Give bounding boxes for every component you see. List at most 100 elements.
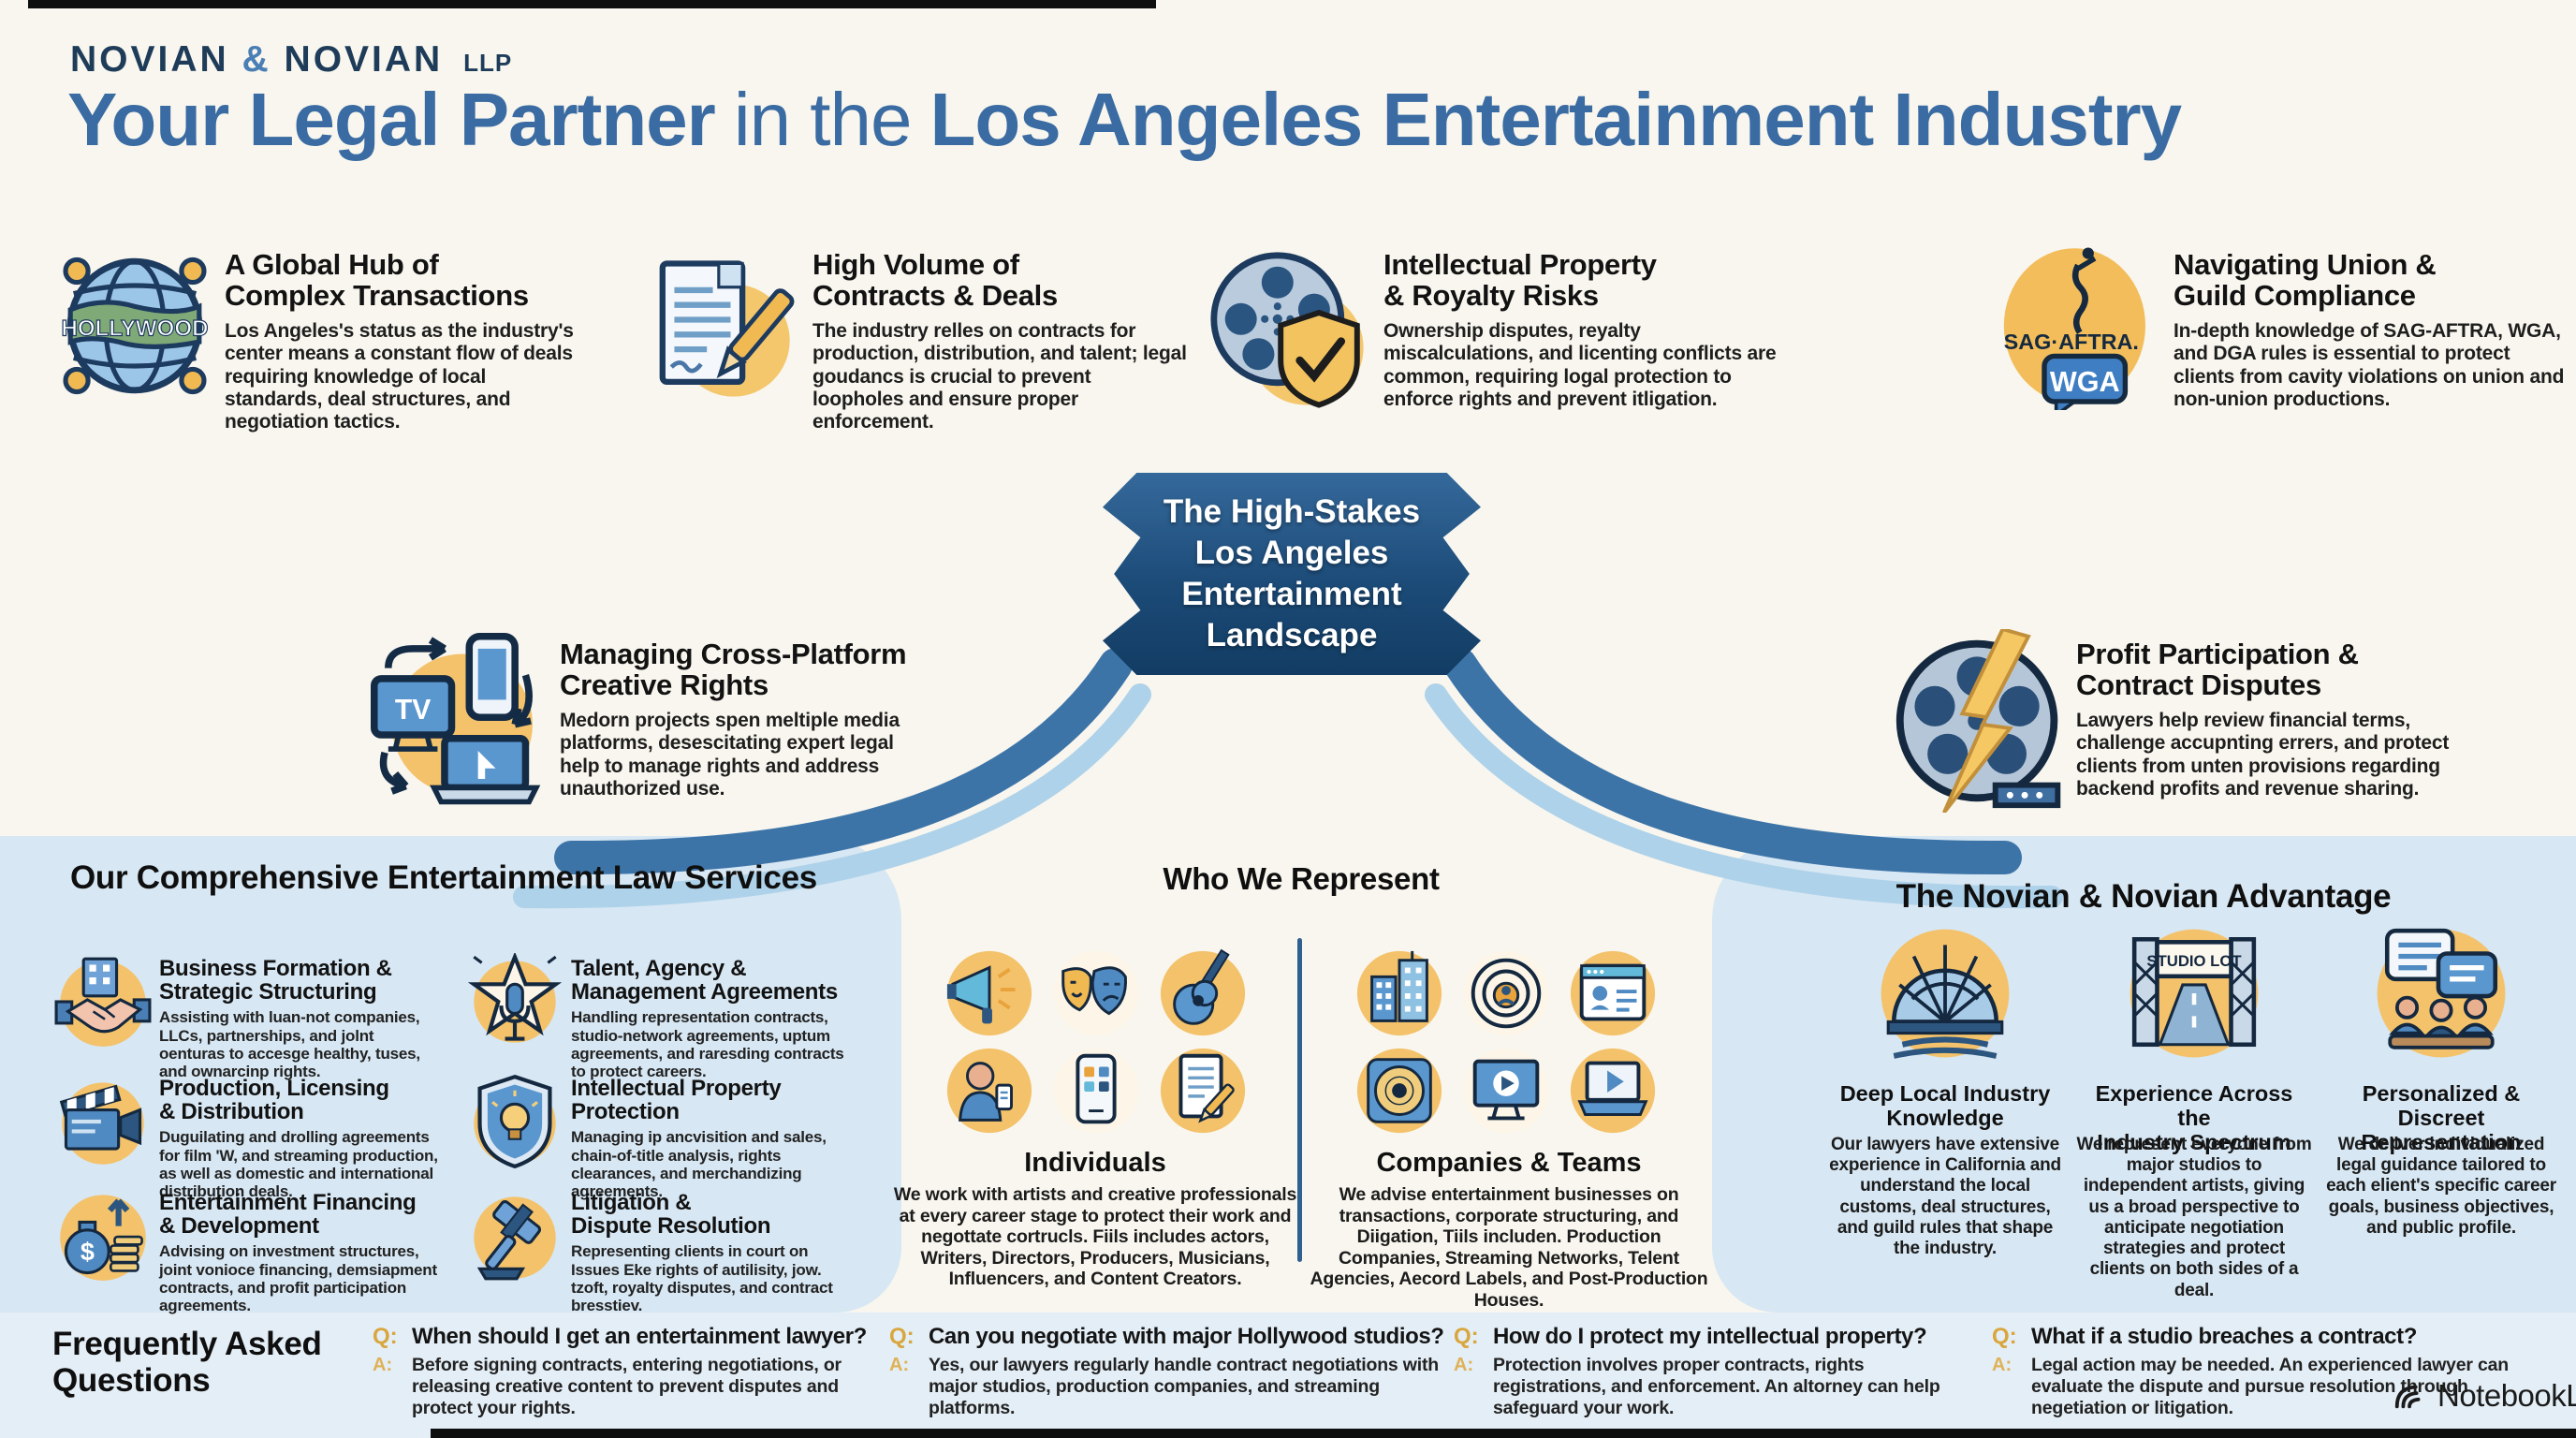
cross-platform-devices-icon: TV: [371, 633, 547, 809]
theater-masks-icon: [1050, 947, 1142, 1039]
service-business-formation: Business Formation & Strategic Structuri…: [159, 957, 440, 1080]
megaphone-icon: [944, 947, 1035, 1039]
group-title: Individuals: [1024, 1148, 1166, 1178]
globe-hollywood-network-icon: HOLLYWOOD: [54, 245, 215, 406]
notebooklm-logo-icon: [2393, 1378, 2428, 1414]
contract-pen-icon: [648, 255, 796, 403]
faq-answer: Protection involves proper contracts, ri…: [1493, 1355, 1940, 1418]
notebooklm-watermark: NotebookLM: [2393, 1378, 2576, 1414]
service-body: Duguilating and drolling agreements for …: [159, 1128, 438, 1200]
faq-header: Frequently Asked Questions: [52, 1326, 322, 1400]
advantage-panel: [1712, 836, 2576, 1313]
banner-line: Entertainment: [1181, 576, 1402, 612]
advantage-title: Personalized & Discreet Representation: [2361, 1081, 2522, 1154]
challenge-ip-royalty: Intellectual Property & Royalty Risks Ow…: [1383, 249, 1791, 411]
guitar-icon: [1157, 947, 1249, 1039]
faq-question: What if a studio breaches a contract?: [2031, 1324, 2417, 1349]
hollywood-label: HOLLYWOOD: [62, 315, 209, 341]
group-body: We work with artists and creative profes…: [893, 1184, 1297, 1290]
amphitheater-icon: [1874, 919, 2016, 1062]
broadcast-icon: [1460, 947, 1552, 1039]
q-label: Q:: [1454, 1324, 1479, 1349]
banner-line: Landscape: [1206, 617, 1378, 654]
banner-line: Los Angeles: [1194, 534, 1389, 571]
service-title: Intellectual Property Protection: [571, 1076, 782, 1125]
film-reel-shield-icon: [1208, 249, 1367, 408]
faq-item-1: Q: When should I get an entertainment la…: [373, 1324, 883, 1419]
browser-profile-icon: [1567, 947, 1659, 1039]
advantage-title: Experience Across the Industry Spectrum: [2095, 1081, 2293, 1154]
q-label: Q:: [373, 1324, 398, 1349]
film-reel-lightning-icon: [1889, 629, 2072, 813]
group-title: Companies & Teams: [1376, 1148, 1642, 1178]
service-body: Handling representation contracts, studi…: [571, 1008, 844, 1080]
service-title: Litigation & Dispute Resolution: [571, 1190, 771, 1240]
laptop-video-icon: [1567, 1045, 1659, 1137]
service-ip-protection: Intellectual Property Protection Managin…: [571, 1077, 852, 1200]
artist-phone-icon: [944, 1045, 1035, 1137]
money-bag-coins-icon: $: [54, 1187, 152, 1284]
buildings-icon: [1354, 947, 1445, 1039]
challenge-title: High Volume of Contracts & Deals: [812, 248, 1058, 313]
studio-lot-label: STUDIO LOT: [2146, 952, 2242, 970]
faq-item-3: Q: How do I protect my intellectual prop…: [1454, 1324, 1964, 1419]
brand-word1: NOVIAN: [70, 39, 229, 80]
faq-item-4: Q: What if a studio breaches a contract?…: [1992, 1324, 2516, 1419]
gavel-icon: [466, 1187, 564, 1284]
script-pen-icon: [1157, 1045, 1249, 1137]
brand-word2: NOVIAN: [284, 39, 444, 80]
challenge-title: A Global Hub of Complex Transactions: [225, 248, 529, 313]
challenge-title: Navigating Union & Guild Compliance: [2174, 248, 2437, 313]
service-body: Advising on investment structures, joint…: [159, 1242, 437, 1314]
service-financing: Entertainment Financing & Development Ad…: [159, 1191, 440, 1314]
handshake-building-icon: [54, 953, 152, 1050]
center-banner: The High-Stakes Los Angeles Entertainmen…: [1103, 473, 1481, 675]
service-title: Entertainment Financing & Development: [159, 1190, 417, 1240]
advantage-header: The Novian & Novian Advantage: [1895, 878, 2392, 915]
challenge-global-hub: A Global Hub of Complex Transactions Los…: [225, 249, 585, 434]
challenge-body: Ownership disputes, reyalty miscalculati…: [1383, 319, 1777, 411]
service-title: Production, Licensing & Distribution: [159, 1076, 389, 1125]
faq-answer: Before signing contracts, entering negot…: [412, 1355, 842, 1418]
services-panel: [0, 836, 901, 1313]
faq-item-2: Q: Can you negotiate with major Hollywoo…: [889, 1324, 1444, 1419]
challenge-contracts: High Volume of Contracts & Deals The ind…: [812, 249, 1187, 434]
sag-aftra-wga-icon: SAG·AFTRA. WGA: [1994, 242, 2162, 410]
q-label: Q:: [889, 1324, 915, 1349]
brand-logo: NOVIAN & NOVIAN LLP: [70, 39, 512, 81]
service-litigation: Litigation & Dispute Resolution Represen…: [571, 1191, 852, 1314]
q-label: Q:: [1992, 1324, 2017, 1349]
challenge-union-guild: Navigating Union & Guild Compliance In-d…: [2174, 249, 2567, 411]
sag-aftra-label: SAG·AFTRA.: [2004, 330, 2139, 354]
watermark-text: NotebookLM: [2437, 1378, 2576, 1413]
advantage-title: Deep Local Industry Knowledge: [1839, 1081, 2051, 1130]
faq-strip: [0, 1313, 2576, 1438]
a-label: A:: [1992, 1355, 2012, 1375]
advantage-body: We represent everyone from major studios…: [2076, 1135, 2312, 1300]
record-disc-icon: [1354, 1045, 1445, 1137]
represent-group-individuals: Individuals We work with artists and cre…: [894, 1148, 1296, 1290]
service-title: Business Formation & Strategic Structuri…: [159, 956, 392, 1005]
service-body: Managing ip ancvisition and sales, chain…: [571, 1128, 827, 1200]
represent-group-companies: Companies & Teams We advise entertainmen…: [1310, 1148, 1708, 1312]
represent-header: Who We Represent: [1163, 861, 1440, 896]
faq-question: How do I protect my intellectual propert…: [1493, 1324, 1927, 1349]
mid-item-body: Lawyers help review financial terms, cha…: [2076, 709, 2450, 800]
a-label: A:: [373, 1355, 393, 1375]
mid-item-title: Managing Cross-Platform Creative Rights: [560, 638, 907, 702]
mid-item-cross-platform: Managing Cross-Platform Creative Rights …: [560, 638, 927, 800]
monitor-play-icon: [1460, 1045, 1552, 1137]
faq-answer: Legal action may be needed. An experienc…: [2031, 1355, 2509, 1418]
mid-item-title: Profit Participation & Contract Disputes: [2076, 638, 2359, 702]
bottom-edge-bar: [431, 1429, 2576, 1438]
faq-question: Can you negotiate with major Hollywood s…: [929, 1324, 1444, 1349]
title-part1: Your Legal Partner: [67, 78, 716, 161]
shield-lightbulb-icon: [466, 1073, 564, 1170]
challenge-body: Los Angeles's status as the industry's c…: [225, 319, 574, 433]
challenge-title: Intellectual Property & Royalty Risks: [1383, 248, 1657, 313]
mid-item-body: Medorn projects spen meltiple media plat…: [560, 709, 900, 800]
studio-lot-gate-icon: STUDIO LOT: [2123, 919, 2265, 1062]
faq-answer: Yes, our lawyers regularly handle contra…: [929, 1355, 1439, 1418]
